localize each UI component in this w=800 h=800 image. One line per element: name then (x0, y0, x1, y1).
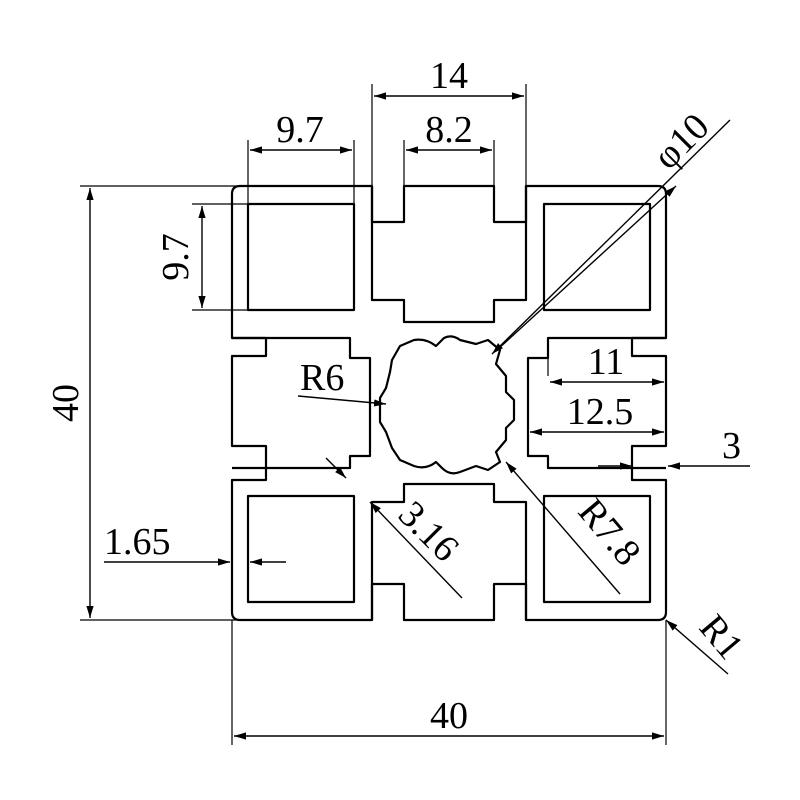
dim-lip-thickness: 3 (598, 425, 750, 470)
dim-center-bore: φ10 (491, 105, 731, 355)
slot-channel-left (232, 336, 372, 470)
label-8-2: 8.2 (425, 109, 473, 151)
cavity-bottom-right (542, 494, 652, 604)
label-r7-8: R7.8 (570, 491, 649, 574)
slot-channel-top (370, 186, 528, 324)
label-12-5: 12.5 (567, 391, 634, 433)
dim-slot-depth-inner: 11 (547, 341, 664, 386)
label-3: 3 (722, 425, 741, 467)
cavity-top-right (542, 202, 652, 312)
slot-channel-bottom (370, 482, 528, 620)
label-9-7-v: 9.7 (155, 233, 197, 281)
dim-top-slot-width: 14 (371, 55, 527, 186)
label-40-v: 40 (45, 384, 87, 422)
dim-wall-thickness: 1.65 (104, 521, 286, 566)
label-40-h: 40 (430, 695, 468, 737)
label-phi-10: φ10 (645, 105, 717, 177)
cavity-bottom-left (246, 494, 356, 604)
dim-corner-radius: R1 (665, 607, 752, 675)
dim-cavity-width: 9.7 (247, 109, 355, 204)
label-1-65: 1.65 (104, 521, 171, 563)
dim-slot-opening: 8.2 (403, 109, 495, 222)
label-14: 14 (430, 55, 468, 97)
center-core (378, 335, 516, 475)
dim-overall-width: 40 (231, 620, 667, 745)
label-r1: R1 (691, 607, 752, 668)
label-9-7-h: 9.7 (276, 109, 324, 151)
dim-overall-height: 40 (45, 185, 240, 621)
dim-web-thickness: 3.16 (325, 457, 467, 599)
dim-outer-radius-large: R7.8 (505, 461, 649, 595)
label-3-16: 3.16 (390, 493, 467, 570)
slot-channel-right (526, 336, 666, 470)
dim-slot-depth-outer: 12.5 (527, 391, 664, 440)
label-r6: R6 (300, 357, 344, 399)
cavity-top-left (246, 202, 356, 312)
dim-center-radius: R6 (297, 357, 387, 407)
label-11: 11 (588, 341, 625, 383)
dim-cavity-height: 9.7 (155, 203, 248, 311)
